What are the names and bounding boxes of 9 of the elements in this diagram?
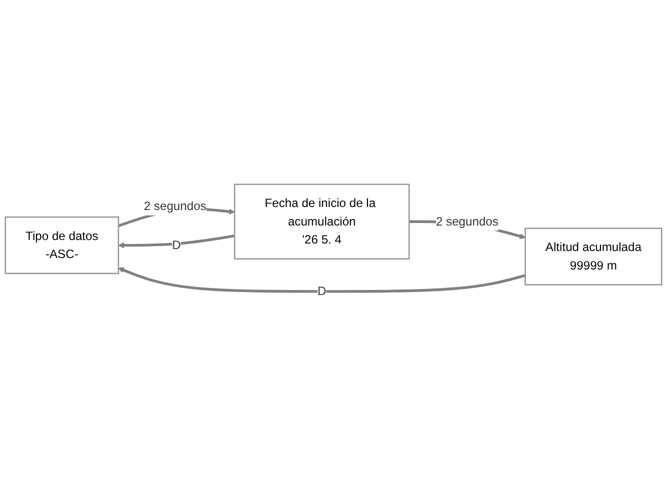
edge-label: 2 segundos <box>436 214 498 228</box>
node-box: Altitud acumulada 99999 m <box>524 228 662 286</box>
node-box: Tipo de datos -ASC- <box>4 216 120 274</box>
edge-label: 2 segundos <box>144 199 206 213</box>
arrow <box>118 267 526 293</box>
edge-label: D <box>317 284 326 298</box>
arrow <box>118 234 235 248</box>
edge-label: D <box>172 238 181 252</box>
node-box: Fecha de inicio de la acumulación '26 5. 4 <box>234 184 410 260</box>
